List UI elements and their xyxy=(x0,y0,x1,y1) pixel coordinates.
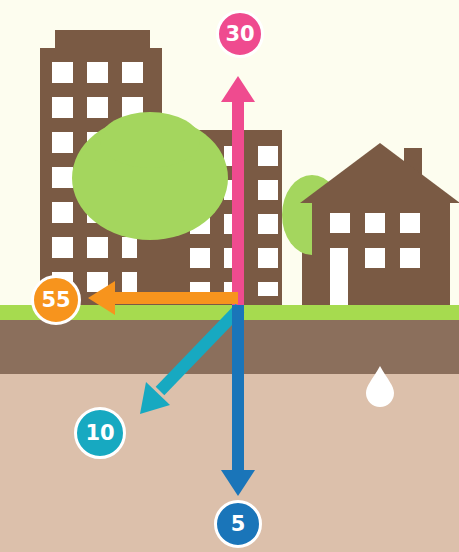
down-arrow xyxy=(221,305,255,496)
callout-circle: 10 xyxy=(74,407,126,459)
callout-circle: 5 xyxy=(214,500,262,548)
up-arrow xyxy=(221,76,255,308)
callout-circle: 55 xyxy=(31,275,81,325)
callout-number: 5 xyxy=(231,514,246,535)
big-tree xyxy=(72,112,228,310)
left-arrow xyxy=(88,281,238,315)
water-drop xyxy=(366,366,394,407)
callout-number: 10 xyxy=(85,423,114,444)
diagonal-arrow xyxy=(140,308,240,414)
topsoil xyxy=(0,320,459,374)
callout-number: 55 xyxy=(41,290,70,311)
callout-number: 30 xyxy=(225,24,254,45)
callout-circle: 30 xyxy=(216,10,264,58)
house xyxy=(300,143,459,310)
